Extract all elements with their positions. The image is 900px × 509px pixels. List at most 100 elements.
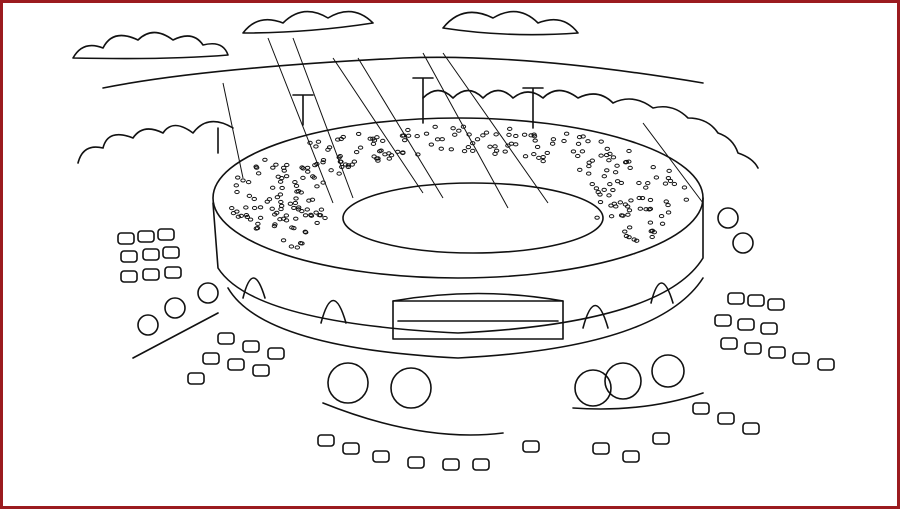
crowd-dot: [370, 136, 376, 141]
car: [202, 352, 220, 365]
crowd-dot: [505, 143, 511, 148]
crowd-dot: [502, 149, 508, 154]
car: [760, 322, 778, 335]
crowd-dot: [278, 199, 284, 205]
crowd-dot: [450, 126, 456, 131]
crowd-dot: [345, 164, 352, 170]
crowd-dot: [405, 127, 411, 133]
crowd-dot: [280, 238, 287, 243]
crowd-dot: [294, 245, 301, 250]
car: [472, 458, 490, 471]
crowd-dot: [492, 144, 498, 149]
crowd-dot: [650, 165, 656, 170]
clouds: [72, 10, 704, 89]
car: [768, 346, 786, 359]
crowd-dot: [586, 171, 592, 176]
crowd-dot: [378, 148, 384, 153]
crowd-dot: [614, 179, 621, 184]
crowd-dot: [681, 185, 688, 190]
crowd-dot: [257, 205, 264, 210]
car: [227, 358, 245, 371]
car: [117, 232, 135, 245]
crowd-dot: [315, 139, 322, 144]
crowd-dot: [540, 159, 546, 164]
crowd-dot: [257, 215, 264, 220]
car: [157, 228, 175, 241]
crowd-dot: [483, 130, 490, 135]
car: [720, 337, 738, 350]
crowd-dot: [637, 206, 644, 211]
tree-line: [77, 89, 759, 169]
crowd-dot: [243, 205, 249, 210]
crowd: [229, 124, 690, 250]
crowd-dot: [586, 160, 592, 165]
crowd-dot: [659, 221, 666, 226]
car: [792, 352, 810, 365]
crowd-dot: [313, 210, 319, 215]
crowd-dot: [355, 131, 362, 137]
crowd-dot: [507, 126, 513, 131]
crowd-dot: [337, 153, 343, 159]
crowd-dot: [320, 157, 327, 163]
crowd-dot: [400, 150, 406, 156]
stadium-rim: [212, 117, 704, 279]
crowd-dot: [266, 197, 273, 202]
crowd-dot: [274, 195, 281, 200]
crowd-dot: [335, 137, 341, 142]
crowd-dot: [351, 159, 358, 164]
crowd-dot: [370, 141, 377, 146]
crowd-dot: [326, 145, 333, 150]
crowd-dot: [577, 167, 583, 172]
crowd-dot: [399, 133, 406, 138]
crowd-dot: [627, 165, 633, 171]
crowd-dot: [612, 170, 619, 175]
crowd-dot: [460, 124, 467, 129]
crowd-dot: [316, 213, 323, 218]
trees: [137, 207, 754, 409]
crowd-dot: [626, 148, 632, 154]
crowd-dot: [593, 186, 600, 191]
car: [652, 432, 670, 445]
crowd-dot: [240, 178, 246, 183]
crowd-dot: [291, 226, 297, 231]
crowd-dot: [414, 134, 420, 139]
crowd-dot: [280, 165, 287, 170]
car: [164, 266, 182, 279]
car: [142, 268, 160, 281]
crowd-dot: [636, 195, 642, 201]
crowd-dot: [253, 164, 259, 169]
crowd-dot: [575, 141, 582, 146]
stadium-illustration: [72, 10, 835, 471]
crowd-dot: [292, 180, 298, 185]
crowd-dot: [513, 142, 519, 147]
crowd-dot: [380, 138, 386, 143]
crowd-dot: [337, 159, 344, 164]
crowd-dot: [314, 184, 320, 189]
car: [714, 314, 732, 327]
crowd-dot: [229, 206, 235, 211]
crowd-dot: [274, 210, 280, 215]
crowd-dot: [603, 152, 610, 158]
crowd-dot: [579, 149, 586, 154]
car: [742, 422, 760, 435]
crowd-dot: [304, 207, 310, 212]
entrance-building: [392, 300, 564, 340]
crowd-dot: [532, 138, 538, 143]
crowd-dot: [597, 192, 603, 197]
car: [187, 372, 205, 385]
car: [162, 246, 180, 259]
crowd-dot: [658, 213, 665, 219]
car: [817, 358, 835, 371]
car: [744, 342, 762, 355]
crowd-dot: [432, 124, 438, 129]
crowd-dot: [423, 131, 430, 136]
crowd-dot: [375, 158, 381, 163]
crowd-dot: [671, 181, 678, 187]
crowd-dot: [563, 131, 570, 136]
crowd-dot: [247, 217, 254, 222]
crowd-dot: [434, 137, 441, 142]
crowd-dot: [388, 153, 395, 158]
crowd-dot: [299, 241, 305, 246]
crowd-dot: [663, 199, 669, 204]
